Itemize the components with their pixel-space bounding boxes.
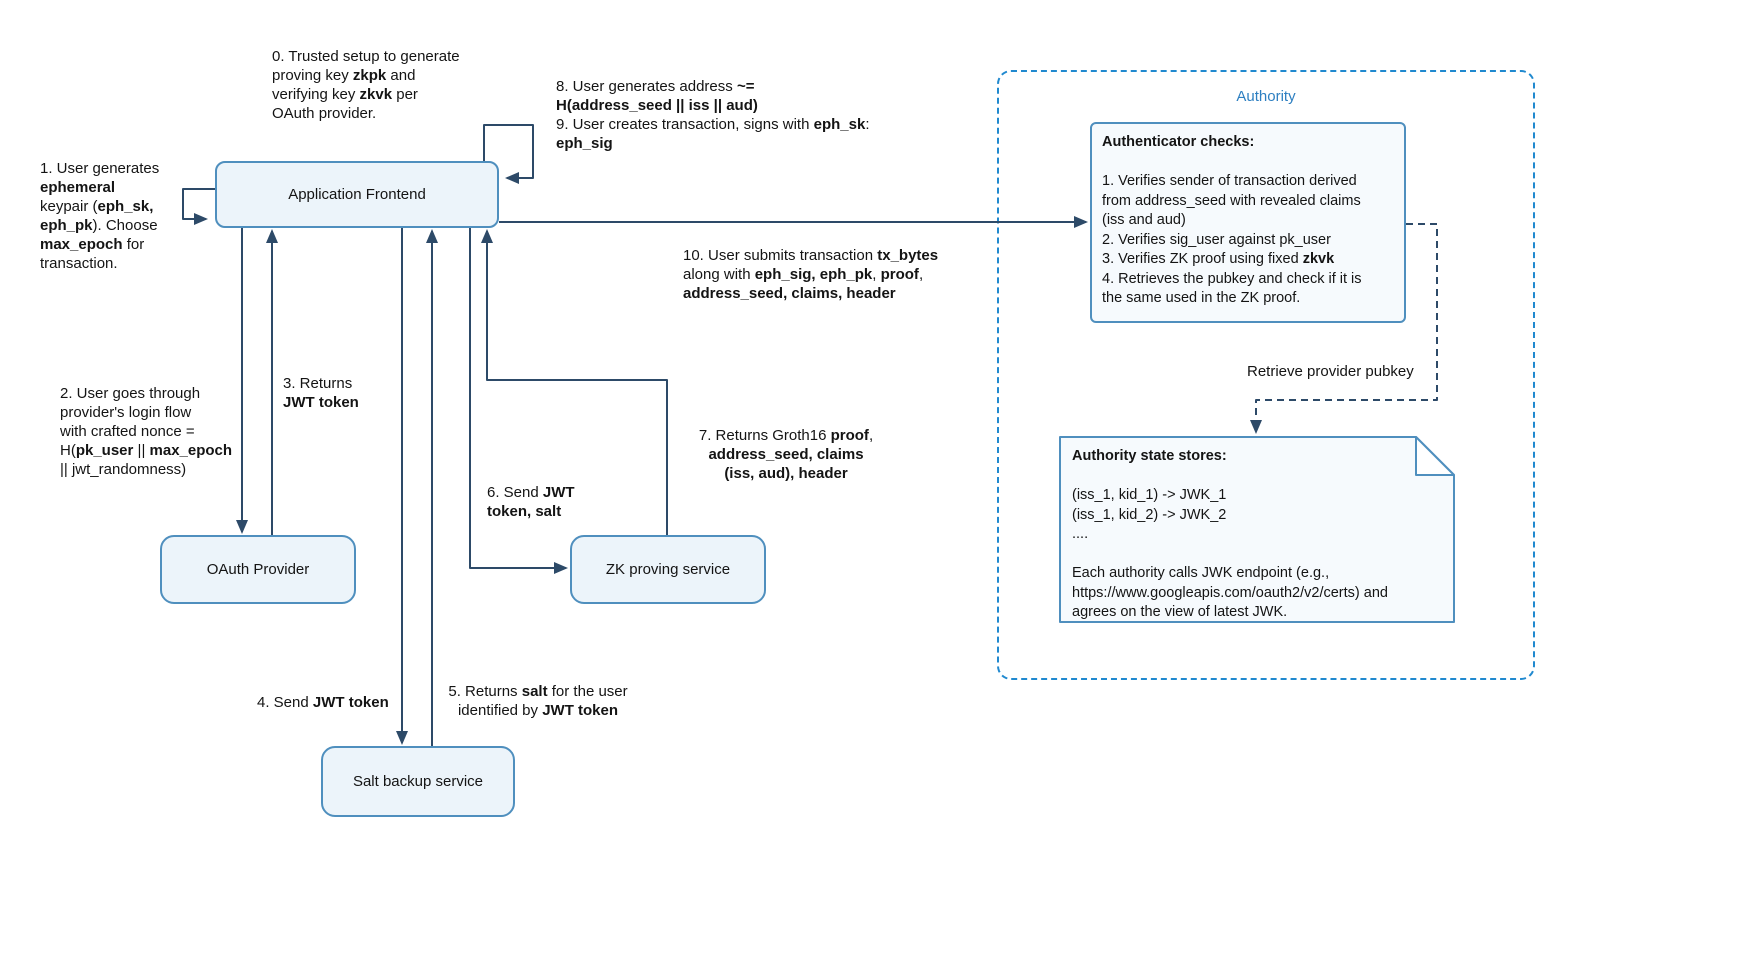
annotation-step0-trusted-setup: 0. Trusted setup to generate proving key… [272, 48, 460, 122]
node-salt-backup-service: Salt backup service [321, 746, 515, 817]
annotation-step5-returns-salt: 5. Returns salt for the user identified … [448, 683, 628, 719]
annotation-step7-returns-proof: 7. Returns Groth16 proof, address_seed, … [698, 427, 874, 482]
annotation-step4-send-jwt: 4. Send JWT token [257, 694, 389, 711]
annotation-step8-9-address-transaction: 8. User generates address ~= H(address_s… [556, 78, 870, 152]
authority-state-stores-text: Authority state stores: (iss_1, kid_1) -… [1072, 448, 1388, 620]
node-zk-proving-service: ZK proving service [570, 535, 766, 604]
node-oauth-provider-label: OAuth Provider [206, 561, 310, 578]
annotation-step10-submit-transaction: 10. User submits transaction tx_bytes al… [683, 247, 939, 302]
annotation-retrieve-provider-pubkey: Retrieve provider pubkey [1247, 363, 1414, 380]
annotation-step3-returns-jwt: 3. Returns JWT token [283, 375, 359, 411]
annotation-step6-send-jwt-salt: 6. Send JWT token, salt [487, 484, 575, 520]
annotation-step1-ephemeral-keypair: 1. User generates ephemeral keypair (eph… [40, 160, 160, 272]
arrow-step1-keypair-selfloop [182, 188, 215, 225]
node-application-frontend-label: Application Frontend [288, 186, 426, 203]
node-application-frontend: Application Frontend [215, 161, 499, 228]
authenticator-checks-panel: Authenticator checks: 1. Verifies sender… [1090, 122, 1406, 323]
node-oauth-provider: OAuth Provider [160, 535, 356, 604]
authority-container [997, 70, 1535, 680]
authority-label: Authority [1236, 88, 1296, 105]
node-zk-proving-service-label: ZK proving service [605, 561, 731, 578]
annotation-step2-login-flow: 2. User goes through provider's login fl… [60, 385, 233, 478]
node-salt-backup-service-label: Salt backup service [352, 773, 484, 790]
